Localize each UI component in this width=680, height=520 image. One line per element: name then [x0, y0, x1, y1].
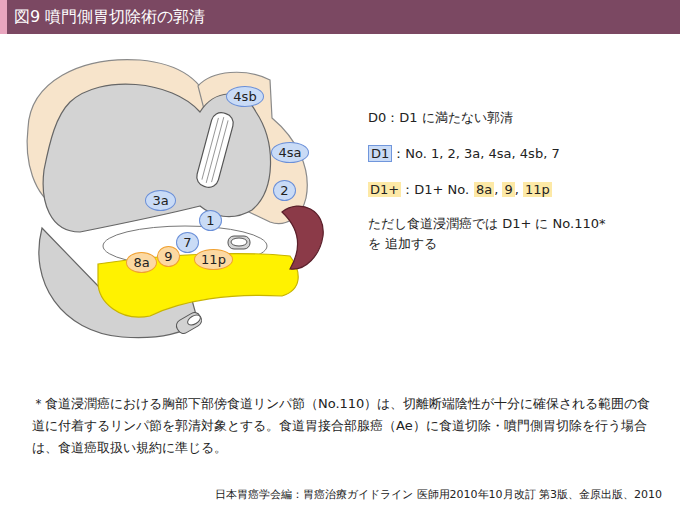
- legend-line: D0：D1 に満たない郭清: [368, 108, 513, 128]
- highlighted-term: 8a: [474, 182, 494, 197]
- node-number: 1: [206, 214, 214, 227]
- definition-text: ：D1+ No.: [401, 182, 469, 197]
- lymph-node-circle: 8a: [126, 252, 157, 273]
- lymph-node-circle: 7: [176, 232, 199, 253]
- highlighted-term: D1: [368, 145, 392, 162]
- node-number: 4sa: [278, 146, 301, 159]
- highlighted-term: D1+: [368, 182, 401, 197]
- node-number: 2: [280, 184, 288, 197]
- lymph-node-circle: 4sb: [226, 86, 264, 107]
- definition-text: D0：D1 に満たない郭清: [368, 110, 513, 125]
- node-number: 4sb: [233, 90, 256, 103]
- tube-end: [174, 310, 204, 335]
- spleen: [282, 206, 323, 269]
- lymph-node-circle: 2: [273, 180, 296, 201]
- title-stripe: [0, 0, 7, 34]
- title-text: 図9 噴門側胃切除術の郭清: [14, 8, 205, 26]
- highlighted-term: 9: [502, 182, 514, 197]
- source-caption: 日本胃癌学会編：胃癌治療ガイドライン 医師用2010年10月改訂 第3版、金原出…: [215, 488, 662, 502]
- definition-text: ,: [515, 182, 519, 197]
- resection-stump: [195, 110, 236, 189]
- node-number: 8a: [133, 256, 149, 269]
- lymph-node-circle: 1: [199, 210, 222, 231]
- node-number: 11p: [201, 253, 226, 266]
- node-number: 7: [183, 236, 191, 249]
- definition-text: ：No. 1, 2, 3a, 4sa, 4sb, 7: [392, 146, 559, 161]
- lymph-node-circle: 4sa: [271, 142, 309, 163]
- node-number: 9: [164, 250, 172, 263]
- legend-line: D1：No. 1, 2, 3a, 4sa, 4sb, 7: [368, 144, 560, 164]
- lymph-node-circle: 3a: [145, 190, 176, 211]
- definition-text: ,: [494, 182, 498, 197]
- footnote-text: ＊食道浸潤癌における胸部下部傍食道リンパ節（No.110）は、切離断端陰性が十分…: [32, 393, 658, 459]
- lymph-node-circle: 9: [157, 246, 180, 267]
- highlighted-term: 11p: [523, 182, 552, 197]
- esophagus-stump: [228, 236, 250, 249]
- stomach: [43, 84, 270, 232]
- node-number: 3a: [152, 194, 168, 207]
- legend-line: D1+：D1+ No.8a,9,11p: [368, 180, 552, 200]
- lymph-node-circle: 11p: [194, 249, 233, 270]
- note-text: ただし食道浸潤癌では D1+ に No.110*を 追加する: [368, 214, 616, 254]
